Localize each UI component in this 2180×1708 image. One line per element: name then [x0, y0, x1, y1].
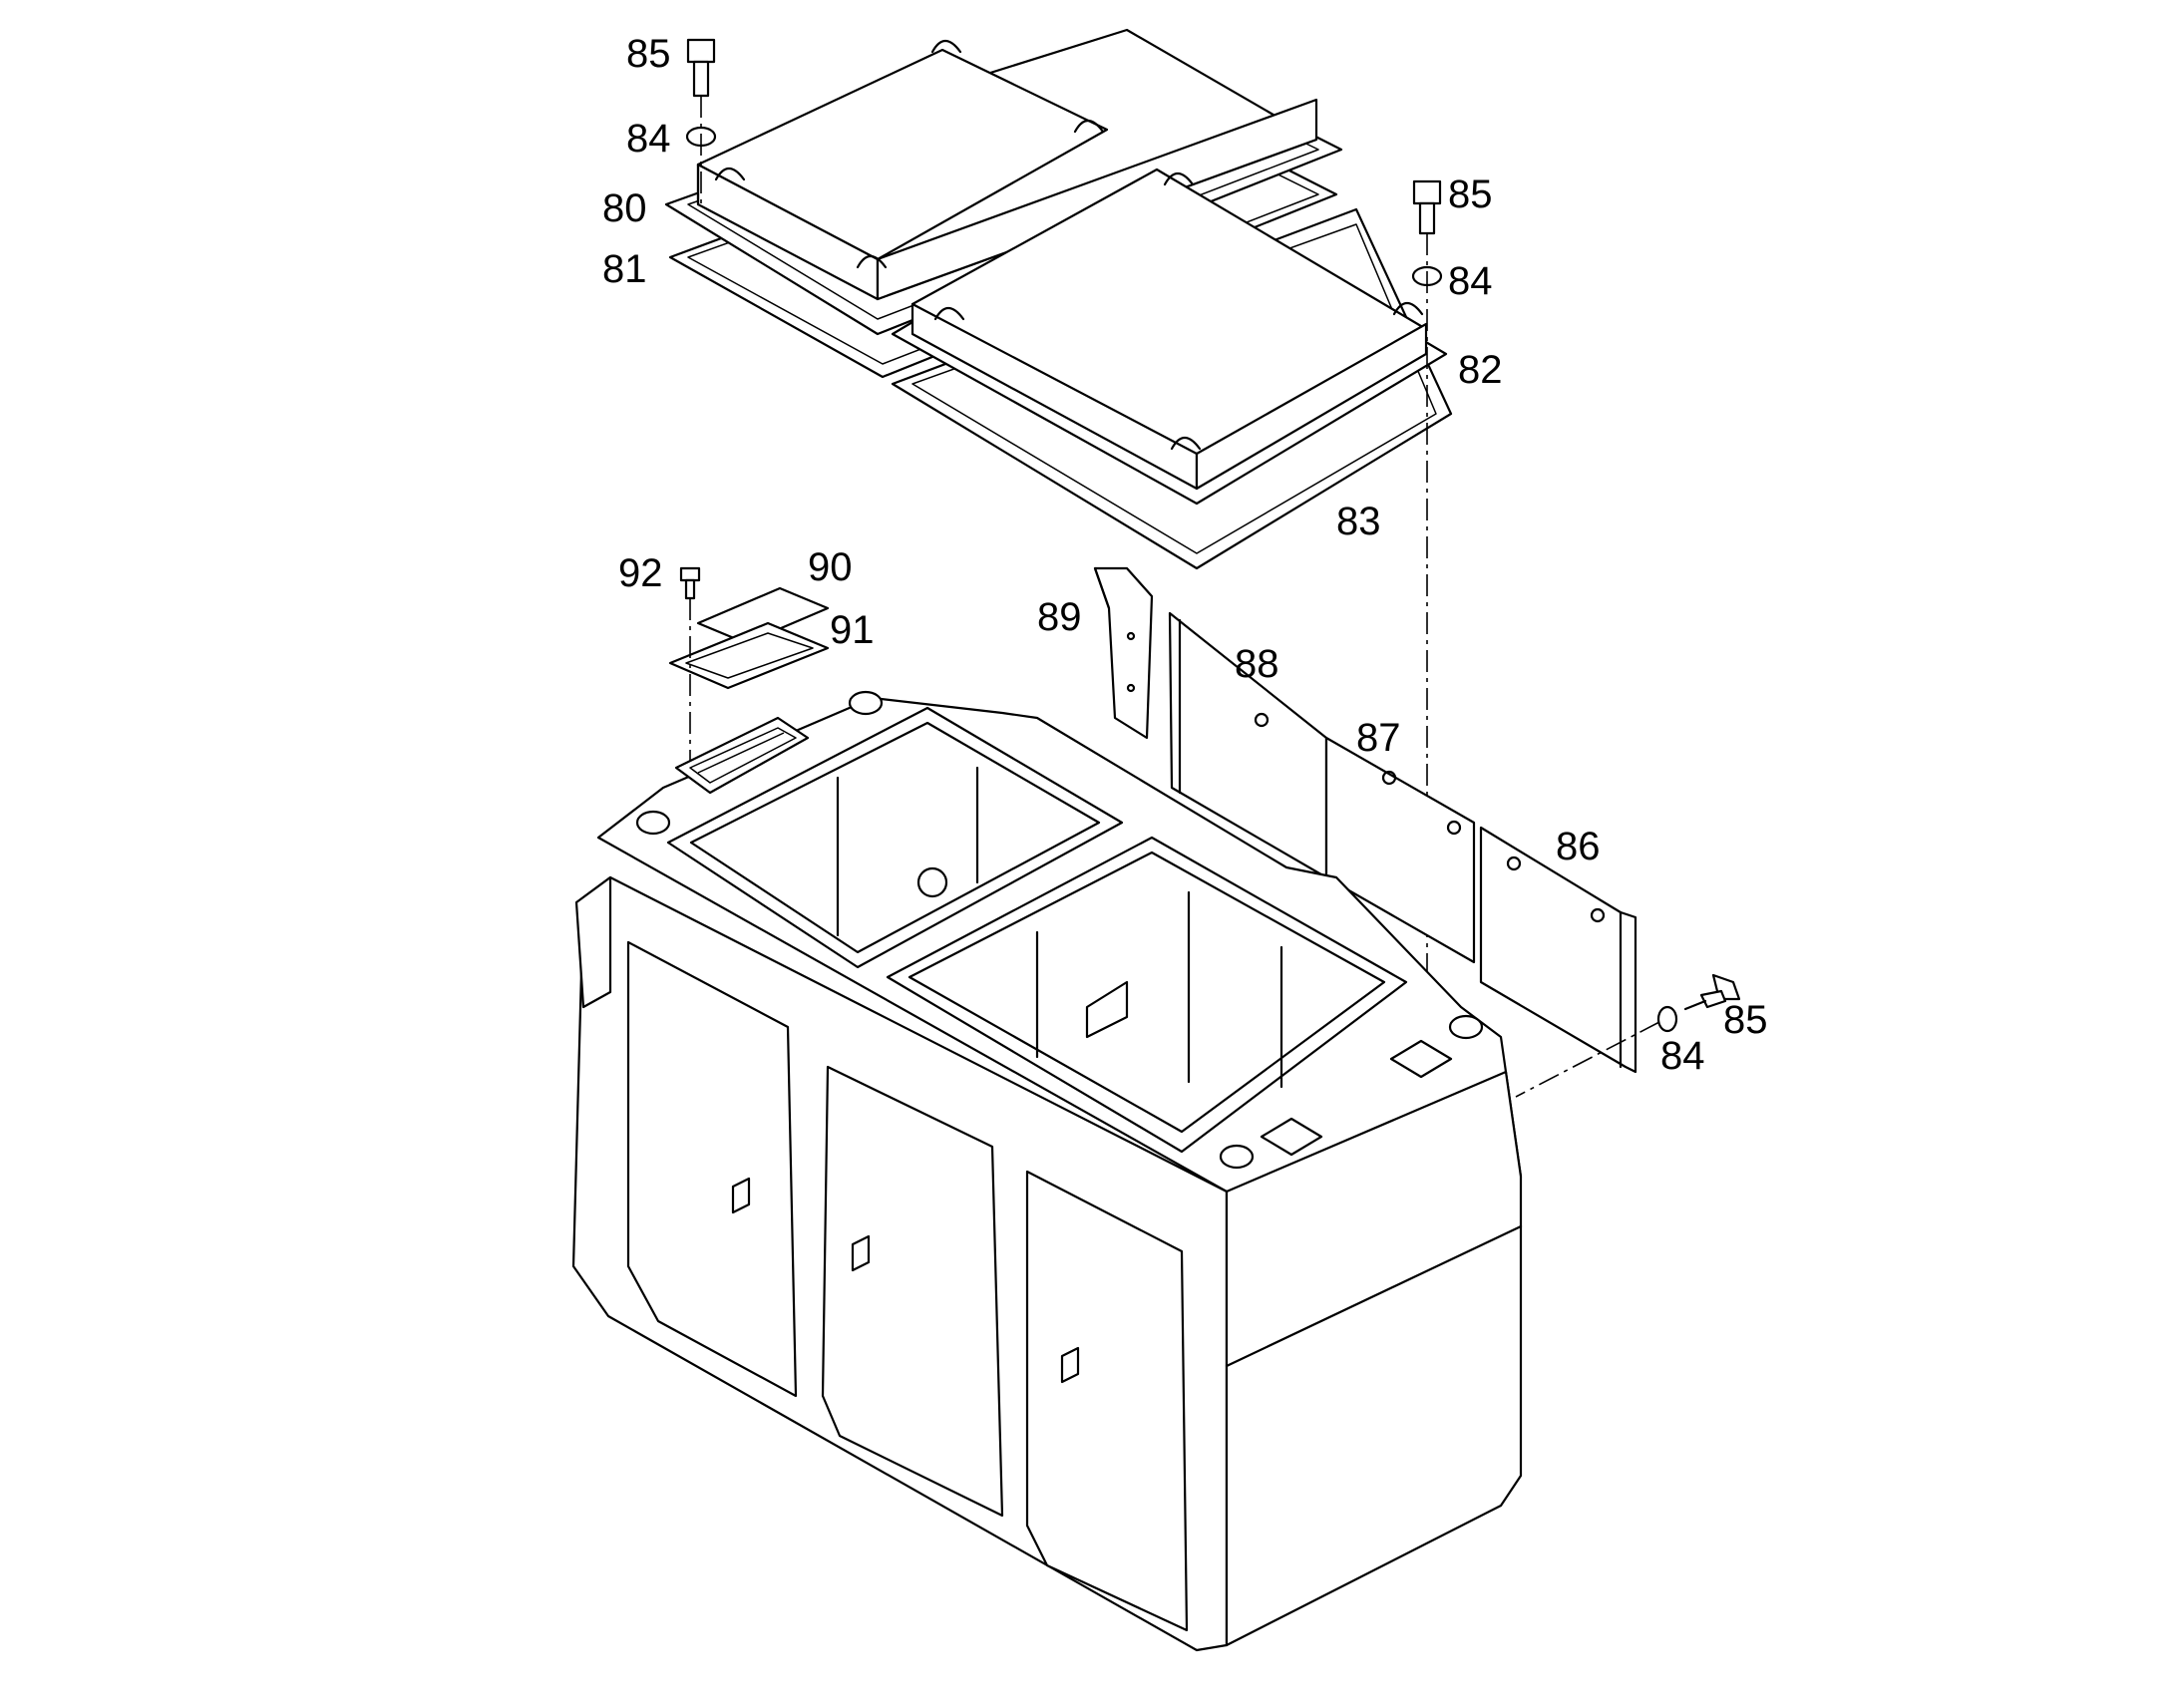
centerline [1515, 1021, 1660, 1098]
label-80: 80 [602, 186, 647, 230]
label-84: 84 [1448, 259, 1493, 303]
label-83: 83 [1336, 500, 1381, 543]
handle-plate-icon [1260, 1039, 1453, 1157]
lift-handle-icon [856, 254, 888, 269]
bolt-85-top-right [1412, 179, 1442, 235]
label-90: 90 [808, 545, 853, 589]
label-89: 89 [1037, 595, 1082, 639]
door-left [626, 940, 798, 1398]
label-91: 91 [830, 608, 875, 652]
lift-handle-icon [714, 167, 746, 181]
lift-handle-icon [1073, 119, 1105, 134]
door-latch-icon [851, 1234, 871, 1272]
panel-87 [1324, 736, 1476, 964]
bracket-89 [1093, 566, 1154, 740]
label-85: 85 [626, 32, 671, 76]
label-82: 82 [1458, 348, 1503, 392]
cover-plate-90 [696, 586, 830, 645]
cover-82 [891, 168, 1448, 506]
label-84: 84 [626, 117, 671, 161]
label-81: 81 [602, 247, 647, 291]
bolt-85-side [1683, 973, 1741, 1011]
door-latch-icon [1060, 1346, 1080, 1384]
lift-handle-icon [933, 306, 965, 321]
door-middle [821, 1065, 1004, 1518]
door-right [1025, 1170, 1189, 1632]
washer-84-side [1656, 1005, 1678, 1033]
gasket-91 [668, 621, 830, 690]
lifting-eye-icon [635, 690, 1484, 1170]
vent-opening [674, 716, 810, 795]
label-86: 86 [1556, 825, 1601, 868]
label-92: 92 [618, 551, 663, 595]
lift-handle-icon [1170, 436, 1202, 451]
label-87: 87 [1356, 716, 1401, 760]
lift-handle-icon [930, 39, 962, 54]
lift-handle-icon [1392, 301, 1424, 316]
label-88: 88 [1235, 642, 1279, 686]
label-85: 85 [1448, 172, 1493, 216]
label-85: 85 [1723, 998, 1768, 1042]
panel-86 [1479, 826, 1637, 1074]
label-84: 84 [1660, 1034, 1705, 1078]
cover-80 [664, 28, 1343, 336]
bolt-85-top-left [686, 38, 716, 98]
screw-92 [679, 566, 701, 600]
door-latch-icon [731, 1177, 751, 1214]
lift-handle-icon [1163, 171, 1195, 186]
